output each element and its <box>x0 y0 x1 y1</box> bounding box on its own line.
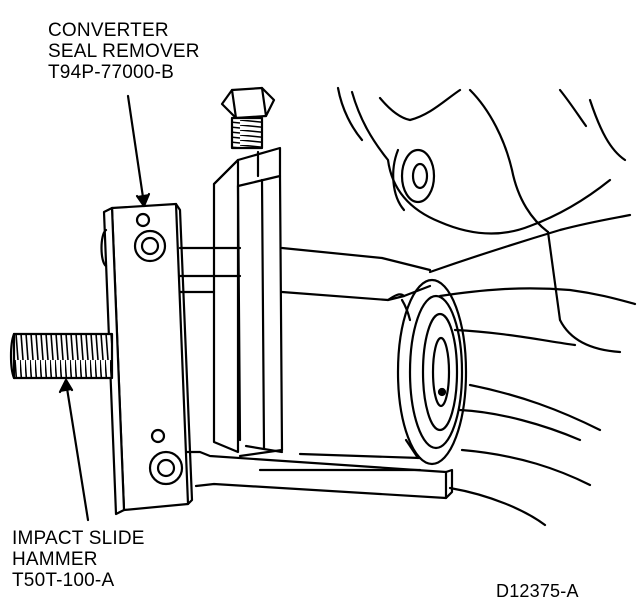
remover-front-plate <box>100 202 194 516</box>
remover-lower-arm <box>184 444 454 500</box>
seal-remover-label-line-2: SEAL REMOVER <box>48 41 200 62</box>
slide-hammer-rod <box>9 332 114 380</box>
seal-remover-label-line-1: CONVERTER <box>48 20 169 41</box>
forcing-screw <box>220 86 276 150</box>
slide-hammer-label-line-2: HAMMER <box>12 549 98 570</box>
remover-upright <box>212 146 284 458</box>
remover-upper-arm <box>178 246 432 302</box>
seal-remover-label: CONVERTER SEAL REMOVER T94P-77000-B <box>48 20 200 83</box>
figure-id: D12375-A <box>496 581 579 601</box>
slide-hammer-part-number: T50T-100-A <box>12 570 115 591</box>
slide-hammer-label: IMPACT SLIDE HAMMER T50T-100-A <box>12 528 145 591</box>
leader-slide-hammer <box>58 378 90 522</box>
slide-hammer-label-line-1: IMPACT SLIDE <box>12 528 145 549</box>
leader-seal-remover <box>126 94 151 208</box>
converter-seal <box>396 278 468 466</box>
transmission-housing <box>336 86 637 527</box>
seal-remover-part-number: T94P-77000-B <box>48 62 174 83</box>
